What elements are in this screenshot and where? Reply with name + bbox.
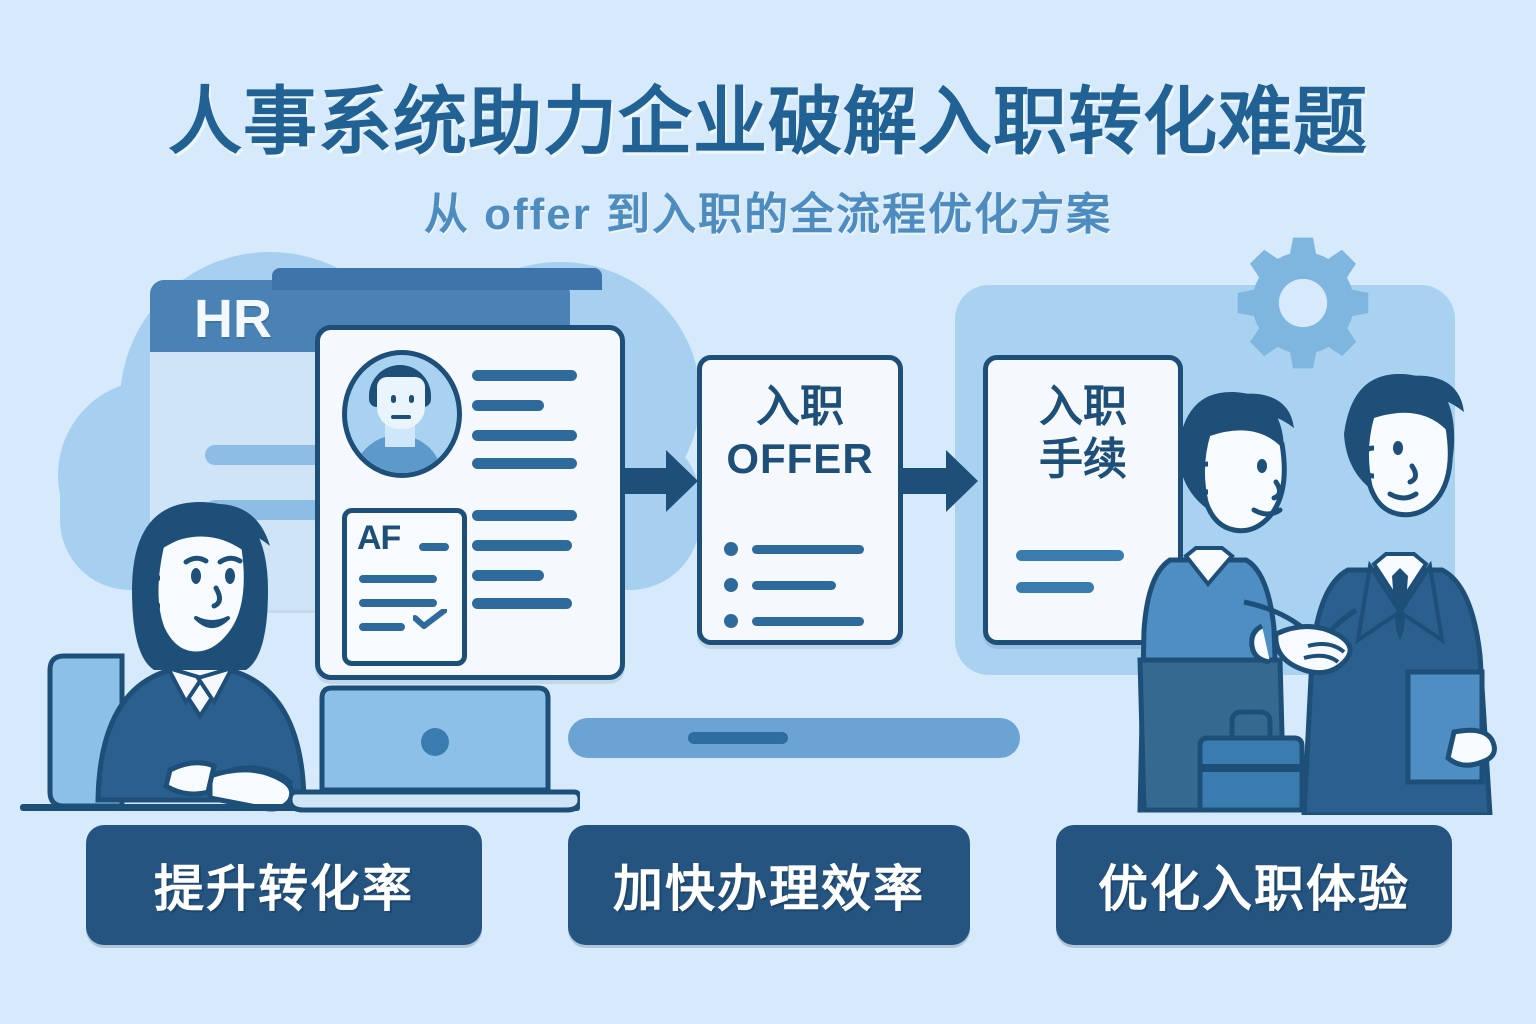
- offer-bullet-row: [724, 542, 864, 556]
- profile-line: [472, 458, 577, 469]
- bullet-dot: [724, 542, 738, 556]
- checkmark-icon: [413, 609, 447, 629]
- onboarding-title-cn: 入职: [1039, 382, 1127, 431]
- offer-bullet-row: [724, 614, 864, 628]
- profile-line: [472, 370, 577, 381]
- benefit-badge-efficiency[interactable]: 加快办理效率: [568, 825, 970, 945]
- arrow-right-icon: [622, 448, 698, 514]
- benefit-badge-experience[interactable]: 优化入职体验: [1056, 825, 1452, 945]
- handshake-icon: [1112, 360, 1532, 815]
- offer-title-en: OFFER: [726, 435, 874, 483]
- laptop-icon: [290, 680, 580, 820]
- af-line: [359, 623, 405, 631]
- profile-line: [472, 540, 572, 551]
- af-label: AF: [357, 519, 401, 557]
- bullet-line: [752, 544, 864, 554]
- arrow-right-icon: [902, 448, 978, 514]
- profile-line: [472, 598, 572, 609]
- profile-line: [472, 430, 577, 441]
- onboarding-line: [1016, 550, 1124, 561]
- bullet-dot: [724, 578, 738, 592]
- bullet-line: [752, 616, 864, 626]
- bullet-line: [752, 580, 836, 590]
- af-line: [359, 575, 437, 583]
- page-subtitle: 从 offer 到入职的全流程优化方案: [423, 190, 1113, 239]
- onboarding-title-cn2: 手续: [1039, 435, 1127, 485]
- gear-icon: [1232, 232, 1374, 374]
- offer-title-cn: 入职: [756, 382, 844, 431]
- benefit-badge-label: 优化入职体验: [1098, 861, 1410, 917]
- hr-staff-at-laptop-icon: [20, 470, 580, 820]
- af-line: [359, 599, 437, 607]
- page-title: 人事系统助力企业破解入职转化难题: [168, 80, 1368, 163]
- benefit-badge-conversion[interactable]: 提升转化率: [86, 825, 482, 945]
- hr-label: HR: [194, 289, 272, 349]
- flow-card-offer: 入职 OFFER: [697, 355, 903, 645]
- offer-bullet-row: [724, 578, 836, 592]
- bullet-dot: [724, 614, 738, 628]
- user-avatar-icon: [342, 350, 462, 478]
- benefit-badge-label: 提升转化率: [154, 861, 414, 917]
- af-dash: [419, 543, 449, 551]
- progress-bar: [568, 718, 1020, 758]
- employee-profile-card: AF: [315, 325, 625, 680]
- profile-line: [472, 400, 544, 411]
- onboarding-line: [1016, 582, 1094, 593]
- profile-line: [472, 570, 544, 581]
- profile-line: [472, 510, 577, 521]
- hr-window-tab: [272, 268, 602, 290]
- application-form-icon: AF: [342, 508, 467, 666]
- benefit-badge-label: 加快办理效率: [613, 861, 925, 917]
- progress-bar-fill: [688, 732, 788, 744]
